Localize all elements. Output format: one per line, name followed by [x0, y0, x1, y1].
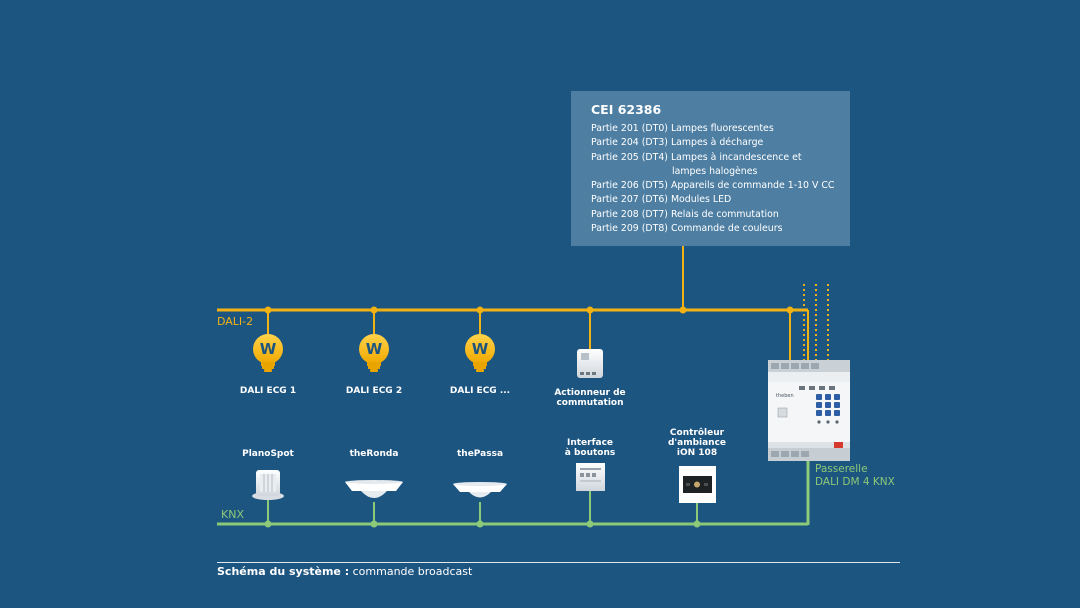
ceiling-sensor-icon [252, 470, 284, 500]
info-line: Partie 205 (DT4) Lampes à incandescence … [591, 151, 802, 163]
device-label: thePassa [456, 449, 504, 459]
info-line: Partie 209 (DT8) Commande de couleurs [591, 223, 783, 235]
device-label: DALI ECG ... [449, 386, 511, 396]
info-line: Partie 208 (DT7) Relais de commutation [591, 208, 779, 220]
svg-text:W: W [366, 340, 383, 358]
presence-detector-icon [345, 480, 403, 498]
dali-bus [217, 246, 829, 361]
standard-info-box: CEI 62386 Partie 201 (DT0) Lampes fluore… [571, 91, 850, 246]
lamp-w-icon: W [253, 334, 283, 372]
switch-actuator-icon [577, 349, 603, 378]
diagram-caption: Schéma du système : commande broadcast [217, 565, 472, 578]
info-line: Partie 201 (DT0) Lampes fluorescentes [591, 123, 774, 134]
room-controller-icon [679, 466, 716, 503]
caption-bold: Schéma du système : [217, 565, 350, 578]
device-label: DALI ECG 2 [345, 386, 403, 396]
lamp-w-icon: W [465, 334, 495, 372]
info-line: Partie 207 (DT6) Modules LED [591, 194, 732, 206]
info-line: Partie 206 (DT5) Appareils de commande 1… [591, 180, 835, 192]
device-label: PlanoSpot [242, 449, 294, 459]
gateway-brand: theben [776, 393, 794, 399]
info-line: Partie 204 (DT3) Lampes à décharge [591, 137, 764, 149]
dali-bus-label: DALI-2 [217, 315, 254, 328]
info-box-title: CEI 62386 [591, 102, 662, 117]
svg-text:W: W [472, 340, 489, 358]
knx-bus-label: KNX [221, 508, 244, 521]
svg-text:W: W [260, 340, 277, 358]
device-label: theRonda [349, 449, 399, 459]
info-line: lampes halogènes [672, 165, 758, 177]
device-label: DALI ECG 1 [239, 386, 297, 396]
caption-rule [217, 562, 900, 563]
din-rail-gateway-icon: theben [768, 360, 850, 461]
caption-text: commande broadcast [349, 565, 473, 578]
button-interface-icon [576, 463, 605, 491]
presence-detector-icon [453, 482, 507, 498]
knx-bus [217, 460, 810, 528]
lamp-w-icon: W [359, 334, 389, 372]
